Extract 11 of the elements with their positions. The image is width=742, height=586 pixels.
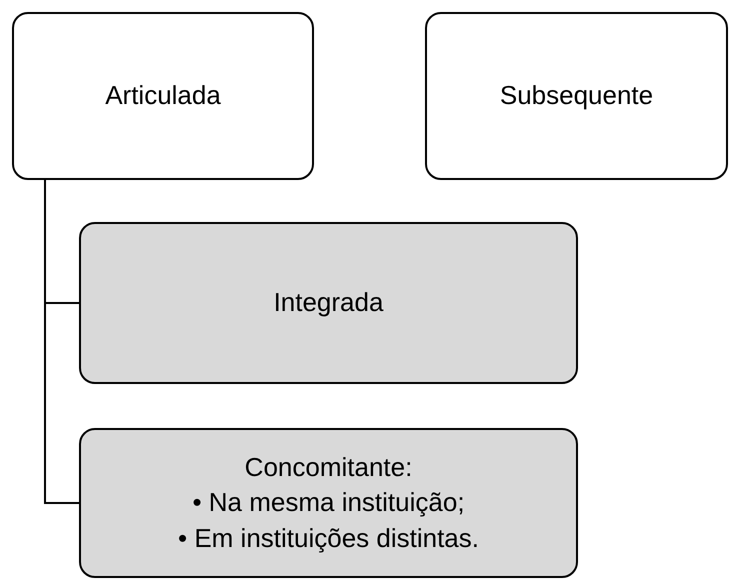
list-item: • Em instituições distintas. [178, 522, 479, 554]
box-title: Concomitante: [244, 452, 412, 484]
connector-line [44, 180, 79, 504]
box-title: Articulada [105, 80, 221, 112]
list-item: • Na mesma instituição; [192, 487, 465, 519]
rounded-box [425, 12, 728, 180]
rounded-box [79, 428, 578, 578]
box-title: Subsequente [500, 80, 654, 112]
rounded-box [12, 12, 314, 180]
box-title: Integrada [274, 287, 384, 319]
rounded-box [79, 222, 578, 384]
